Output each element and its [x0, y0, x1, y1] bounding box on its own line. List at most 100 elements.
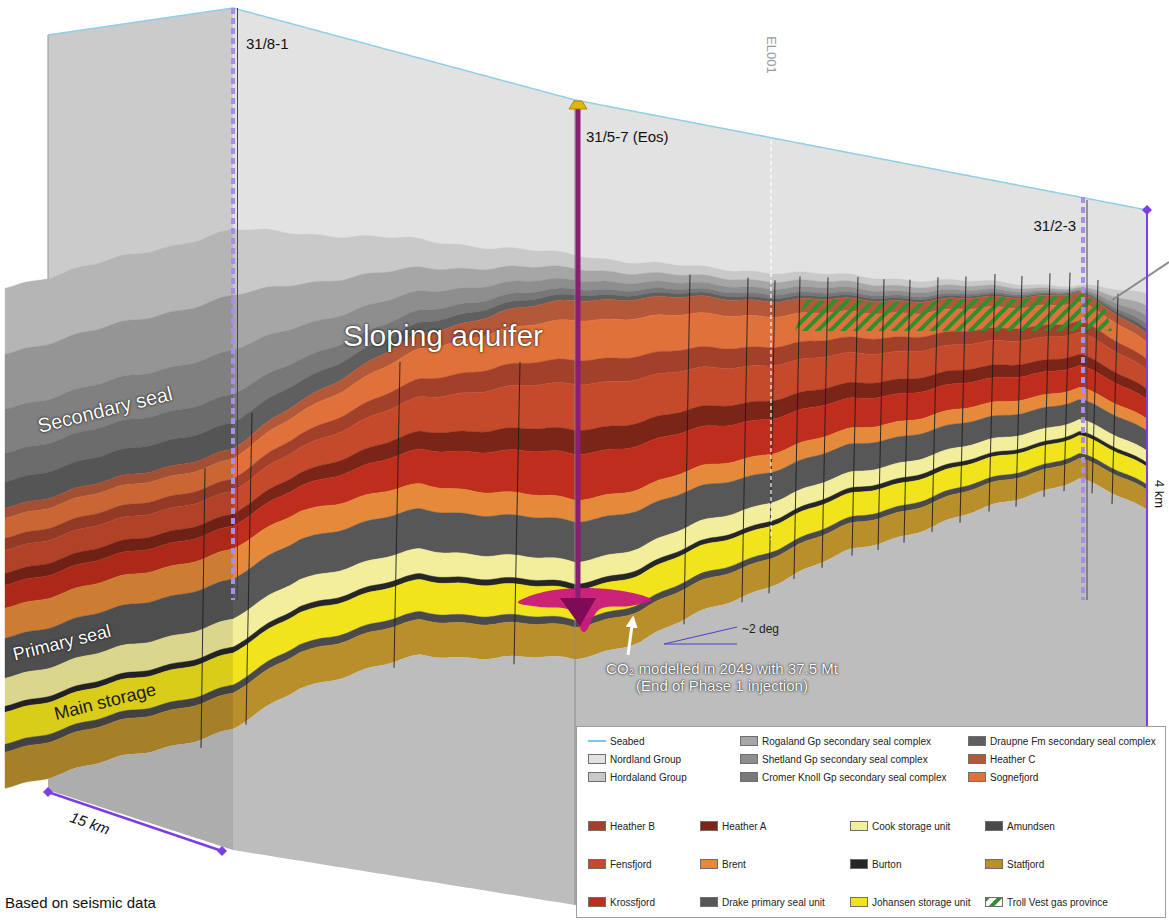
legend-text: Shetland Gp secondary seal complex: [762, 754, 928, 765]
legend-entry: Nordland Group: [588, 751, 681, 767]
legend-swatch: [740, 754, 758, 764]
fault-line: [989, 274, 995, 512]
legend-swatch: [850, 859, 868, 869]
legend-entry: Seabed: [588, 733, 644, 749]
legend-text: Heather B: [610, 821, 655, 832]
legend-sample: [588, 736, 606, 746]
legend-entry: Sognefjord: [968, 769, 1038, 785]
fault-line: [514, 362, 520, 664]
legend-entry: Shetland Gp secondary seal complex: [740, 751, 928, 767]
legend-swatch: [968, 736, 986, 746]
dimension-label: 4 km: [1152, 480, 1167, 508]
injection-well: [576, 108, 581, 598]
legend-entry: Krossfjord: [588, 894, 655, 910]
legend-entry: Draupne Fm secondary seal complex: [968, 733, 1156, 749]
line-name: EL001: [764, 36, 779, 74]
legend-text: Seabed: [610, 736, 644, 747]
legend-swatch: [985, 821, 1003, 831]
fault-line: [1016, 276, 1022, 507]
legend-swatch: [588, 897, 606, 907]
legend-text: Heather C: [990, 754, 1036, 765]
legend-text: Brent: [722, 859, 746, 870]
dimension-end: [217, 846, 227, 856]
label-box: 31/2-3: [1033, 217, 1076, 234]
well-trace: [1087, 200, 1088, 600]
fault-line: [794, 277, 800, 579]
label-box: 4 km: [1152, 480, 1167, 508]
fault-line: [1064, 273, 1070, 492]
fault-line: [769, 280, 775, 593]
dimension-end: [1142, 205, 1152, 215]
legend-entry: Cook storage unit: [850, 818, 950, 834]
label-box: CO₂ modelled in 2049 with 37.5 Mt (End o…: [600, 660, 845, 695]
legend-text: Fensfjord: [610, 859, 652, 870]
platform-marker: [569, 101, 587, 109]
well-trace: [1081, 197, 1085, 600]
angle-symbol: [664, 627, 737, 644]
legend-text: Sognefjord: [990, 772, 1038, 783]
legend-text: Drake primary seal unit: [722, 897, 825, 908]
callout-leader: [1112, 262, 1169, 300]
face-edge: [48, 35, 49, 279]
legend-text: Hordaland Group: [610, 772, 687, 783]
fault-line: [742, 278, 748, 603]
legend-swatch: [700, 897, 718, 907]
left-face: [5, 8, 233, 850]
legend-text: Cromer Knoll Gp secondary seal complex: [762, 772, 947, 783]
fault-line: [852, 277, 858, 556]
well-trace: [237, 8, 238, 600]
legend-text: Amundsen: [1007, 821, 1055, 832]
legend-box: Seabed Rogaland Gp secondary seal complex…: [576, 726, 1166, 918]
label-box: EL001: [764, 36, 779, 74]
legend-entry: Cromer Knoll Gp secondary seal complex: [740, 769, 947, 785]
seismic-line: [770, 140, 771, 540]
legend-swatch: [850, 897, 868, 907]
well-name: 31/8-1: [246, 35, 289, 52]
legend-entry: Heather A: [700, 818, 766, 834]
legend-entry: Brent: [700, 856, 746, 872]
legend-swatch: [850, 821, 868, 831]
dimension-line: [48, 792, 222, 851]
legend-swatch: [588, 859, 606, 869]
legend-entry: Hordaland Group: [588, 769, 687, 785]
fault-line: [960, 276, 966, 522]
label-box: Sloping aquifer: [343, 319, 543, 354]
legend-text: Nordland Group: [610, 754, 681, 765]
well-name: 31/5-7 (Eos): [586, 128, 669, 145]
fault-line: [684, 275, 690, 625]
legend-entry: Burton: [850, 856, 901, 872]
legend-text: Krossfjord: [610, 897, 655, 908]
dimension-end: [43, 787, 53, 797]
dimension-line: [1146, 210, 1148, 778]
fault-line: [201, 468, 205, 748]
fault-line: [246, 413, 252, 725]
label-box: ~2 deg: [742, 623, 779, 637]
basement-band: [48, 729, 233, 850]
legend-swatch: [588, 772, 606, 782]
legend-entry: Drake primary seal unit: [700, 894, 825, 910]
legend-swatch: [588, 754, 606, 764]
fault-line: [932, 277, 938, 532]
unit-label: Sloping aquifer: [343, 319, 543, 352]
fault-line: [904, 280, 910, 543]
legend-entry: Johansen storage unit: [850, 894, 970, 910]
co2-plume-core: [560, 598, 596, 626]
fault-line: [822, 277, 828, 567]
legend-entry: Heather B: [588, 818, 655, 834]
legend-swatch: [740, 736, 758, 746]
legend-entry: Troll Vest gas province: [985, 894, 1108, 910]
legend-entry: Heather C: [968, 751, 1036, 767]
seabed-line: [48, 8, 1147, 210]
leader-arrow: [628, 618, 633, 655]
legend-text: Statfjord: [1007, 859, 1044, 870]
legend-swatch: [985, 859, 1003, 869]
legend-text: Cook storage unit: [872, 821, 950, 832]
fault-line: [1112, 294, 1118, 504]
fault-group: [246, 273, 1118, 725]
plume-note: CO₂ modelled in 2049 with 37.5 Mt (End o…: [606, 660, 838, 694]
legend-text: Rogaland Gp secondary seal complex: [762, 736, 931, 747]
legend-swatch: [700, 821, 718, 831]
legend-text: Johansen storage unit: [872, 897, 970, 908]
gas-province-hatch: [795, 293, 1112, 331]
legend-text: Troll Vest gas province: [1007, 897, 1108, 908]
